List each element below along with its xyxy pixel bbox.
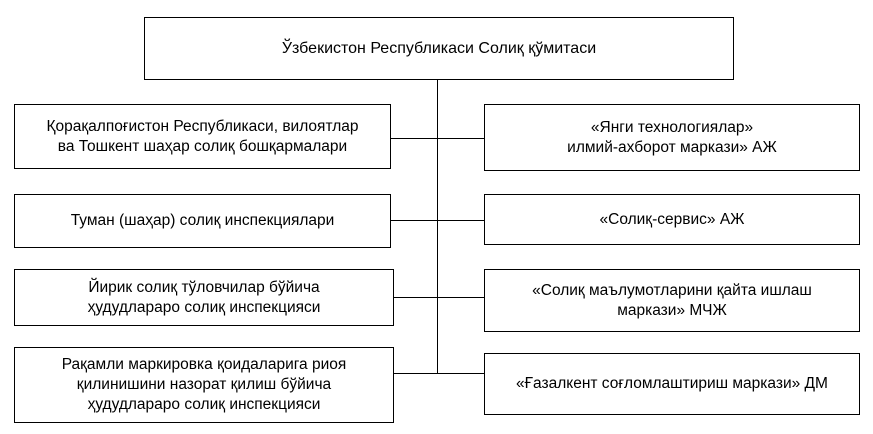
right-unit-2-label: «Солиқ-сервис» АЖ	[599, 210, 745, 228]
root-node: Ўзбекистон Республикаси Солиқ қўмитаси	[144, 17, 734, 80]
connector-left-4	[393, 373, 438, 374]
connector-left-2	[390, 220, 438, 221]
right-unit-4: «Ғазалкент соғломлаштириш маркази» ДМ	[484, 353, 860, 415]
connector-left-1	[390, 138, 438, 139]
connector-right-1	[437, 138, 485, 139]
connector-right-2	[437, 220, 485, 221]
left-unit-4: Рақамли маркировка қоидаларига риоя қили…	[14, 347, 394, 423]
root-node-label: Ўзбекистон Республикаси Солиқ қўмитаси	[281, 39, 597, 57]
left-unit-4-label: Рақамли маркировка қоидаларига риоя қили…	[61, 356, 347, 413]
left-unit-1-label: Қорақалпоғистон Республикаси, вилоятлар …	[46, 117, 359, 155]
right-unit-1-label: «Янги технологиялар» илмий-ахборот марка…	[567, 118, 777, 156]
left-unit-3-label: Йирик солиқ тўловчилар бўйича ҳудудларар…	[87, 278, 321, 316]
left-unit-1: Қорақалпоғистон Республикаси, вилоятлар …	[14, 104, 391, 169]
left-unit-2-label: Туман (шаҳар) солиқ инспекциялари	[70, 212, 335, 229]
right-unit-3-label: «Солиқ маълумотларини қайта ишлаш марказ…	[532, 281, 812, 319]
right-unit-3: «Солиқ маълумотларини қайта ишлаш марказ…	[484, 269, 860, 332]
connector-left-3	[393, 297, 438, 298]
right-unit-4-label: «Ғазалкент соғломлаштириш маркази» ДМ	[516, 375, 828, 392]
right-unit-2: «Солиқ-сервис» АЖ	[484, 194, 860, 245]
left-unit-3: Йирик солиқ тўловчилар бўйича ҳудудларар…	[14, 269, 394, 326]
left-unit-2: Туман (шаҳар) солиқ инспекциялари	[14, 194, 391, 248]
connector-right-4	[437, 373, 485, 374]
right-unit-1: «Янги технологиялар» илмий-ахборот марка…	[484, 104, 860, 171]
trunk-line	[437, 80, 438, 374]
connector-right-3	[437, 297, 485, 298]
